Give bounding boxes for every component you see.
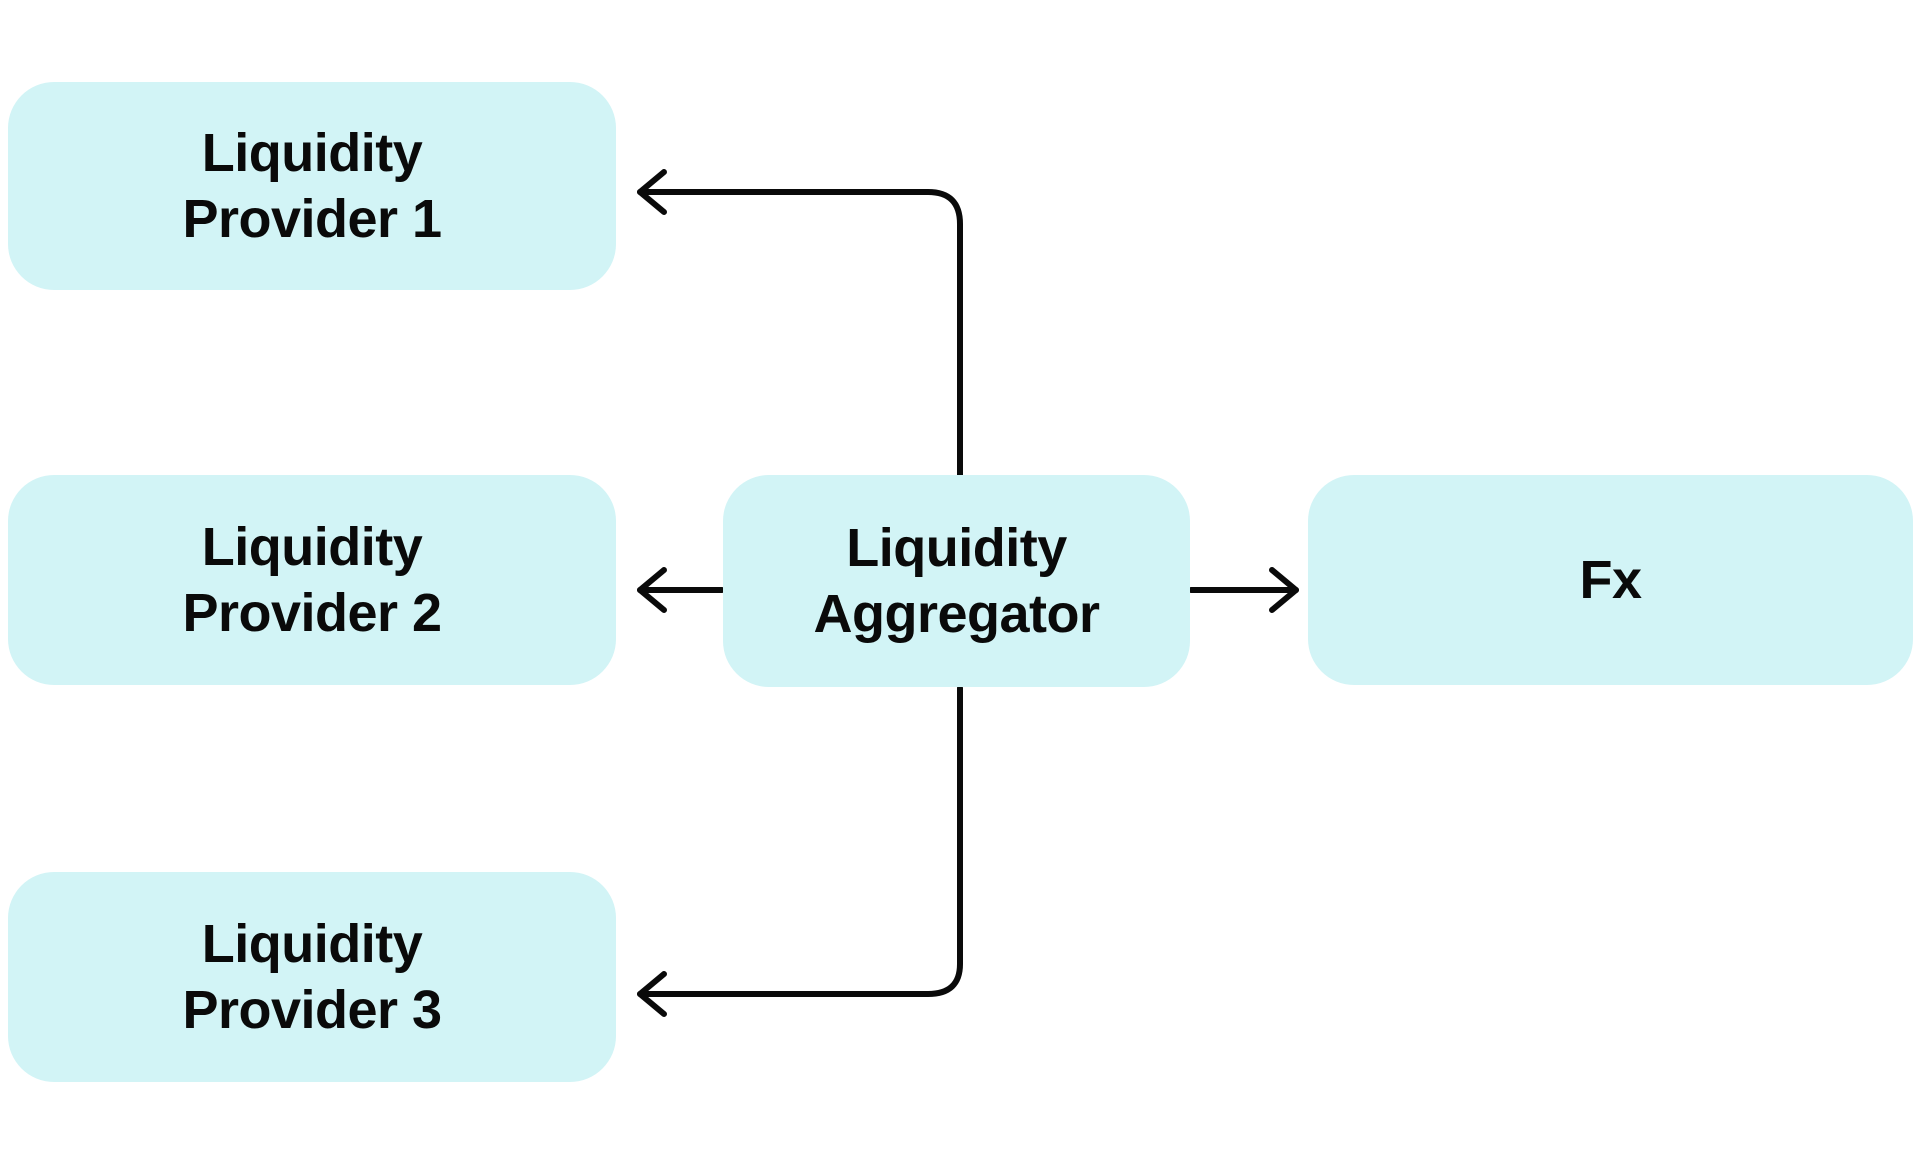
arrowhead-left-icon [637,169,667,215]
connector-line [637,189,963,481]
node-label-line: Provider 3 [182,980,442,1040]
node-fx: Fx [1308,475,1913,685]
connector-aggregator-to-lp3 [637,685,963,1017]
arrowhead-left-icon [637,971,667,1017]
node-label-line: Aggregator [813,584,1100,644]
connector-aggregator-to-lp2 [637,567,725,613]
node-label-line: Provider 2 [182,583,442,643]
node-label-line: Liquidity [201,123,423,183]
node-label-line: Fx [1579,550,1642,610]
arrowhead-left-icon [637,567,667,613]
node-liquidity-provider-1: Liquidity Provider 1 [8,82,616,290]
connector-aggregator-to-lp1 [637,169,963,481]
node-liquidity-aggregator: Liquidity Aggregator [723,475,1190,687]
node-label-line: Liquidity [201,517,423,577]
node-label-line: Liquidity [846,518,1067,578]
node-label-line: Liquidity [201,914,423,974]
node-liquidity-provider-2: Liquidity Provider 2 [8,475,616,685]
node-label-line: Provider 1 [182,189,442,249]
arrowhead-right-icon [1269,567,1299,613]
connector-line [637,685,963,997]
connector-aggregator-to-fx [1188,567,1299,613]
node-liquidity-provider-3: Liquidity Provider 3 [8,872,616,1082]
